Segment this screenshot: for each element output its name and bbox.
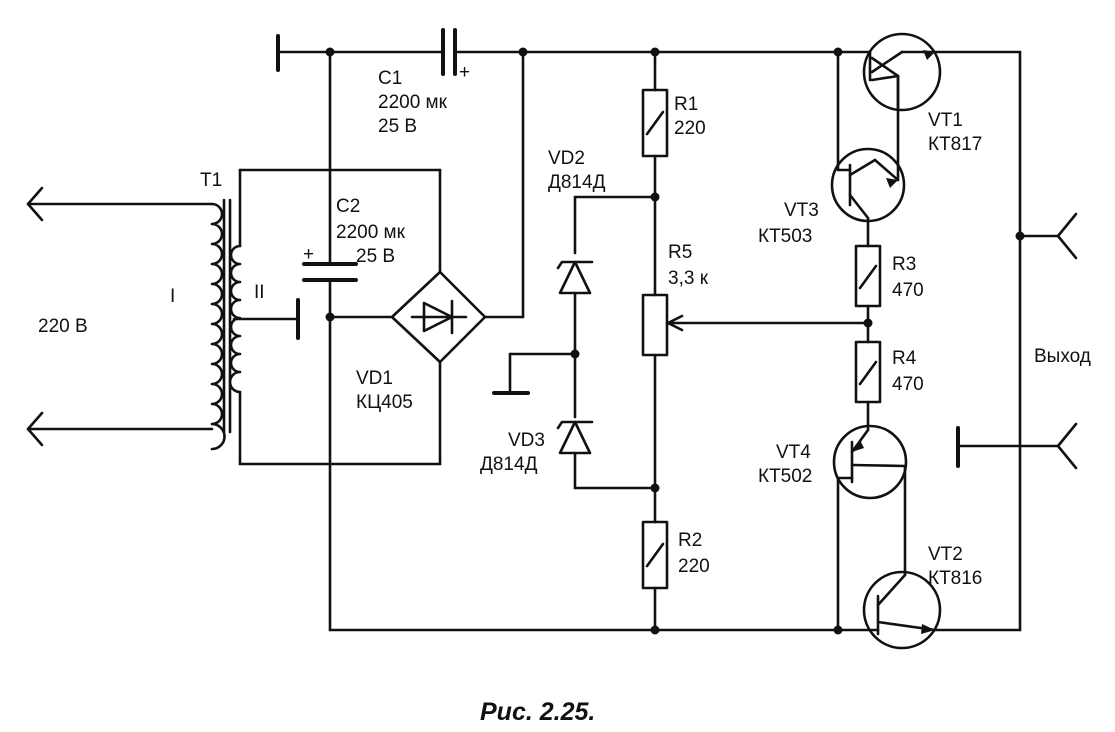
label-c2-plus: +	[303, 244, 314, 265]
label-c2-value: 2200 мк	[336, 222, 406, 243]
label-t1: T1	[200, 170, 222, 191]
wires	[232, 34, 1060, 632]
diode-bridge-vd1	[390, 270, 487, 364]
label-r2-value: 220	[678, 556, 710, 577]
label-vt1-name: VT1	[928, 110, 963, 131]
label-r2-name: R2	[678, 530, 702, 551]
label-input-voltage: 220 В	[38, 316, 88, 337]
figure-caption: Рис. 2.25.	[480, 698, 595, 726]
label-r3-name: R3	[892, 254, 916, 275]
zener-vd3	[556, 420, 594, 455]
label-vt1-type: КТ817	[928, 134, 982, 155]
resistor-r3	[854, 244, 882, 308]
resistor-r1	[641, 88, 669, 158]
label-r3-value: 470	[892, 280, 924, 301]
capacitor-c2	[302, 262, 358, 282]
label-vt3-name: VT3	[784, 200, 819, 221]
label-c1-voltage: 25 В	[378, 116, 417, 137]
zener-vd2	[556, 260, 594, 295]
transistor-vt1	[862, 32, 942, 112]
label-vt3-type: КТ503	[758, 226, 812, 247]
potentiometer-r5	[641, 293, 684, 357]
label-r5-value: 3,3 к	[668, 268, 709, 289]
label-winding-1: I	[170, 286, 175, 307]
label-vd2-type: Д814Д	[548, 172, 606, 193]
label-vd1-name: VD1	[356, 368, 393, 389]
label-vd1-type: КЦ405	[356, 392, 413, 413]
transistor-vt3	[830, 147, 906, 223]
label-vt4-name: VT4	[776, 442, 811, 463]
label-vt4-type: КТ502	[758, 466, 812, 487]
label-r1-value: 220	[674, 118, 706, 139]
label-c1-value: 2200 мк	[378, 92, 448, 113]
label-r5-name: R5	[668, 242, 692, 263]
transistor-vt4	[832, 424, 908, 500]
label-vt2-name: VT2	[928, 544, 963, 565]
output-jack-icon	[1056, 212, 1078, 470]
label-r1-name: R1	[674, 94, 698, 115]
label-r4-name: R4	[892, 348, 917, 369]
resistor-r2	[641, 520, 669, 590]
label-vt2-type: КТ816	[928, 568, 982, 589]
label-vd3-name: VD3	[508, 430, 545, 451]
transformer-t1	[210, 198, 300, 451]
label-output: Выход	[1034, 346, 1091, 367]
input-plug-icon	[26, 186, 214, 447]
label-c2-voltage: 25 В	[356, 246, 395, 267]
label-winding-2: II	[254, 282, 265, 303]
label-r4-value: 470	[892, 374, 924, 395]
resistor-r4	[854, 340, 882, 404]
transistor-vt2	[862, 570, 942, 650]
labels: C1 2200 мк 25 В + C2 2200 мк 25 В + T1 I…	[38, 62, 1091, 726]
capacitor-c1	[441, 28, 457, 76]
label-vd2-name: VD2	[548, 148, 585, 169]
junction-dots	[325, 47, 1025, 635]
label-vd3-type: Д814Д	[480, 454, 538, 475]
label-c1-plus: +	[459, 62, 470, 83]
label-c1-name: C1	[378, 68, 402, 89]
label-c2-name: C2	[336, 196, 360, 217]
